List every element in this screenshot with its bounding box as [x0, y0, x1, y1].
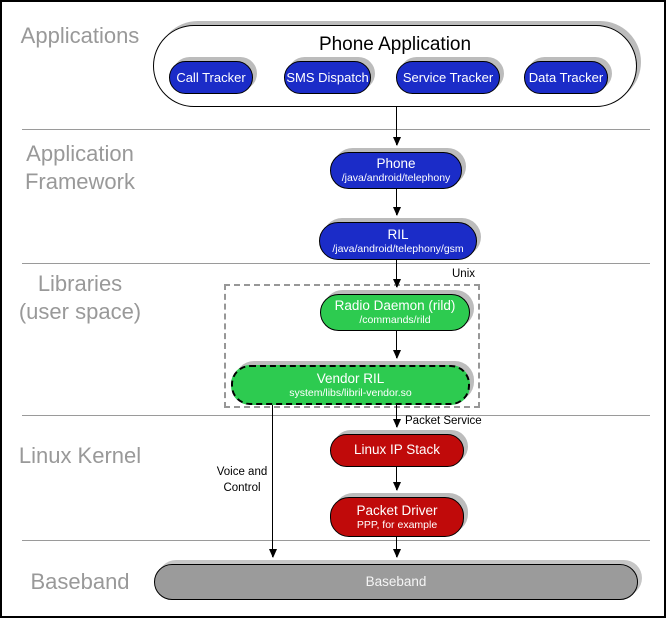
- node-sms-dispatch: SMS Dispatch: [284, 61, 371, 94]
- voice-and-control-line: Control: [223, 481, 261, 494]
- layer-label-line: Libraries: [37, 271, 123, 296]
- arrow-ril-to-rild: [392, 260, 401, 288]
- voice-and-control-line: Voice and: [216, 466, 268, 478]
- node-subtitle: system/libs/libril-vendor.so: [289, 386, 412, 399]
- node-packet-driver: Packet Driver PPP, for example: [330, 497, 464, 537]
- layer-label-line: Application: [26, 141, 134, 166]
- layer-label-linux-kernel: Linux Kernel: [18, 443, 142, 468]
- layer-label-applications: Applications: [20, 23, 140, 48]
- arrow-apps-to-phone: [392, 107, 401, 146]
- phone-application-title: Phone Application: [318, 34, 472, 55]
- node-subtitle: /commands/rild: [359, 314, 431, 327]
- packet-service-label: Packet Service: [405, 415, 482, 427]
- layer-label-libraries: Libraries (user space): [10, 270, 150, 326]
- node-title: Baseband: [365, 573, 427, 589]
- arrow-packet-driver-to-baseband: [392, 537, 401, 558]
- arrow-phone-to-ril: [392, 189, 401, 216]
- arrow-voice-control-to-baseband: [268, 405, 277, 558]
- phone-application-group: Phone Application Call Tracker SMS Dispa…: [153, 25, 637, 107]
- node-radio-daemon: Radio Daemon (rild) /commands/rild: [320, 294, 470, 331]
- layer-label-baseband: Baseband: [30, 569, 130, 594]
- node-ril: RIL /java/android/telephony/gsm: [319, 222, 477, 260]
- unix-boundary-box: [224, 284, 480, 408]
- node-baseband: Baseband: [154, 564, 638, 600]
- node-subtitle: PPP, for example: [356, 518, 438, 531]
- layer-label-line: Framework: [24, 169, 135, 194]
- node-subtitle: /java/android/telephony: [341, 172, 451, 185]
- node-phone: Phone /java/android/telephony: [330, 152, 462, 189]
- layer-label-application-framework: Application Framework: [10, 140, 150, 196]
- node-title: Vendor RIL: [316, 370, 385, 386]
- node-data-tracker: Data Tracker: [524, 61, 608, 94]
- node-call-tracker: Call Tracker: [169, 61, 253, 94]
- node-linux-ip-stack: Linux IP Stack: [330, 434, 464, 467]
- arrow-rild-to-vendor-ril: [392, 331, 401, 359]
- node-title: RIL: [387, 226, 409, 242]
- node-vendor-ril: Vendor RIL system/libs/libril-vendor.so: [231, 365, 470, 405]
- layer-divider: [22, 263, 650, 264]
- layer-divider: [22, 540, 650, 541]
- voice-and-control-label: Voice and Control: [211, 465, 273, 496]
- node-subtitle: /java/android/telephony/gsm: [332, 242, 464, 255]
- node-title: Packet Driver: [356, 502, 438, 518]
- layer-divider: [22, 415, 650, 416]
- layer-label-line: (user space): [18, 299, 142, 324]
- node-title: Radio Daemon (rild): [334, 298, 456, 314]
- arrow-ip-stack-to-packet-driver: [392, 467, 401, 491]
- layer-divider: [22, 129, 650, 130]
- unix-label: Unix: [452, 268, 476, 280]
- arrow-vendor-ril-to-ip-stack: [392, 405, 401, 428]
- node-service-tracker: Service Tracker: [396, 61, 500, 94]
- node-title: Linux IP Stack: [353, 442, 441, 458]
- node-title: Phone: [376, 156, 416, 172]
